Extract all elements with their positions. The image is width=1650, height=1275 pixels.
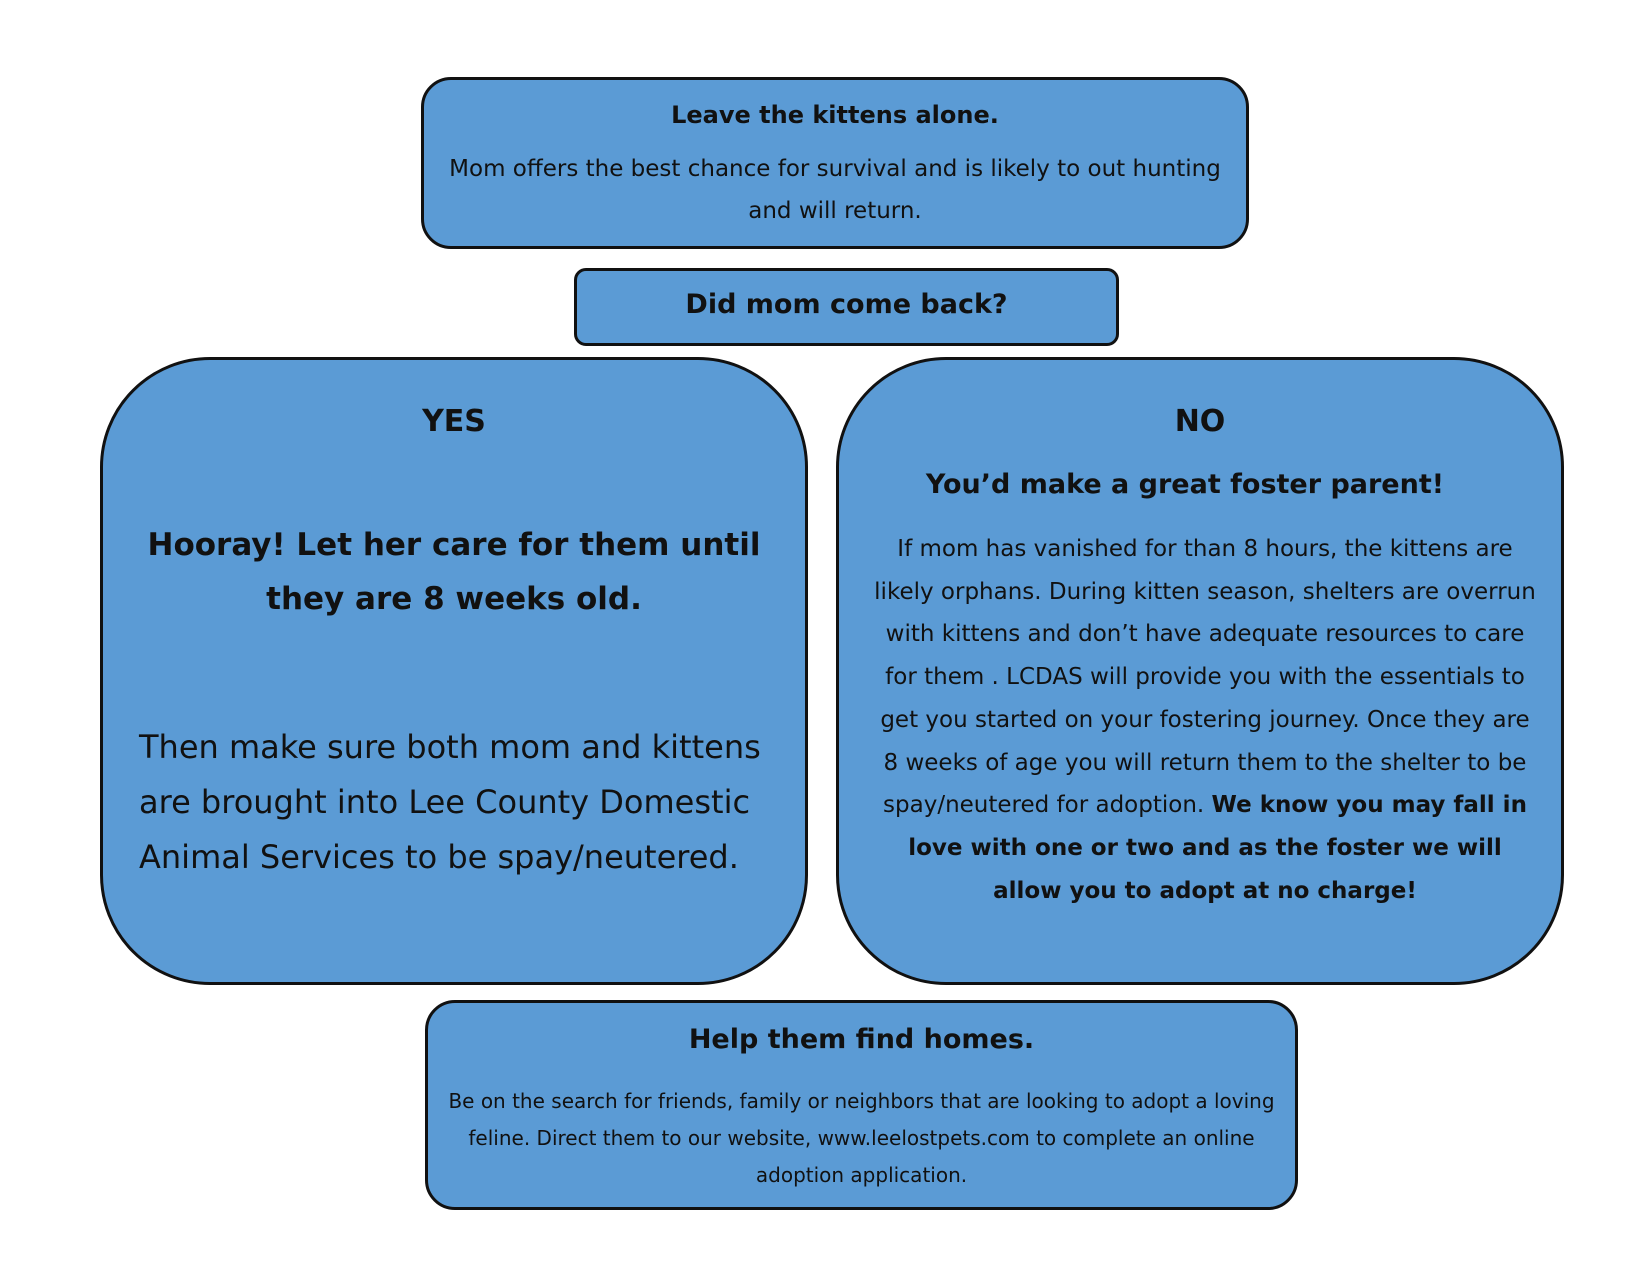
no-subheading: You’d make a great foster parent! xyxy=(925,469,1445,500)
no-foster-paragraph: If mom has vanished for than 8 hours, th… xyxy=(873,528,1537,912)
yes-instructions-text: Then make sure both mom and kittens are … xyxy=(139,728,761,876)
no-heading: NO xyxy=(1174,404,1226,439)
yes-answer-box: YES Hooray! Let her care for them until … xyxy=(100,357,808,985)
did-mom-come-back-text: Did mom come back? xyxy=(685,289,1008,320)
yes-heading: YES xyxy=(422,404,486,439)
no-foster-bold-text: We know you may fall in love with one or… xyxy=(908,792,1527,861)
help-find-homes-title: Help them find homes. xyxy=(688,1024,1035,1055)
leave-kittens-alone-text: Mom offers the best chance for survival … xyxy=(449,156,1221,224)
leave-kittens-alone-box: Leave the kittens alone. Mom offers the … xyxy=(421,77,1249,249)
no-foster-bold-text-end: allow you to adopt at no charge! xyxy=(993,877,1417,904)
leave-kittens-alone-title: Leave the kittens alone. xyxy=(671,101,999,129)
no-answer-box: NO You’d make a great foster parent! If … xyxy=(836,357,1564,985)
yes-hooray-text: Hooray! Let her care for them until they… xyxy=(147,527,761,617)
help-find-homes-box: Help them find homes. Be on the search f… xyxy=(425,1000,1298,1210)
did-mom-come-back-box: Did mom come back? xyxy=(574,268,1119,346)
no-foster-text: If mom has vanished for than 8 hours, th… xyxy=(874,536,1536,819)
help-find-homes-text: Be on the search for friends, family or … xyxy=(448,1089,1275,1187)
